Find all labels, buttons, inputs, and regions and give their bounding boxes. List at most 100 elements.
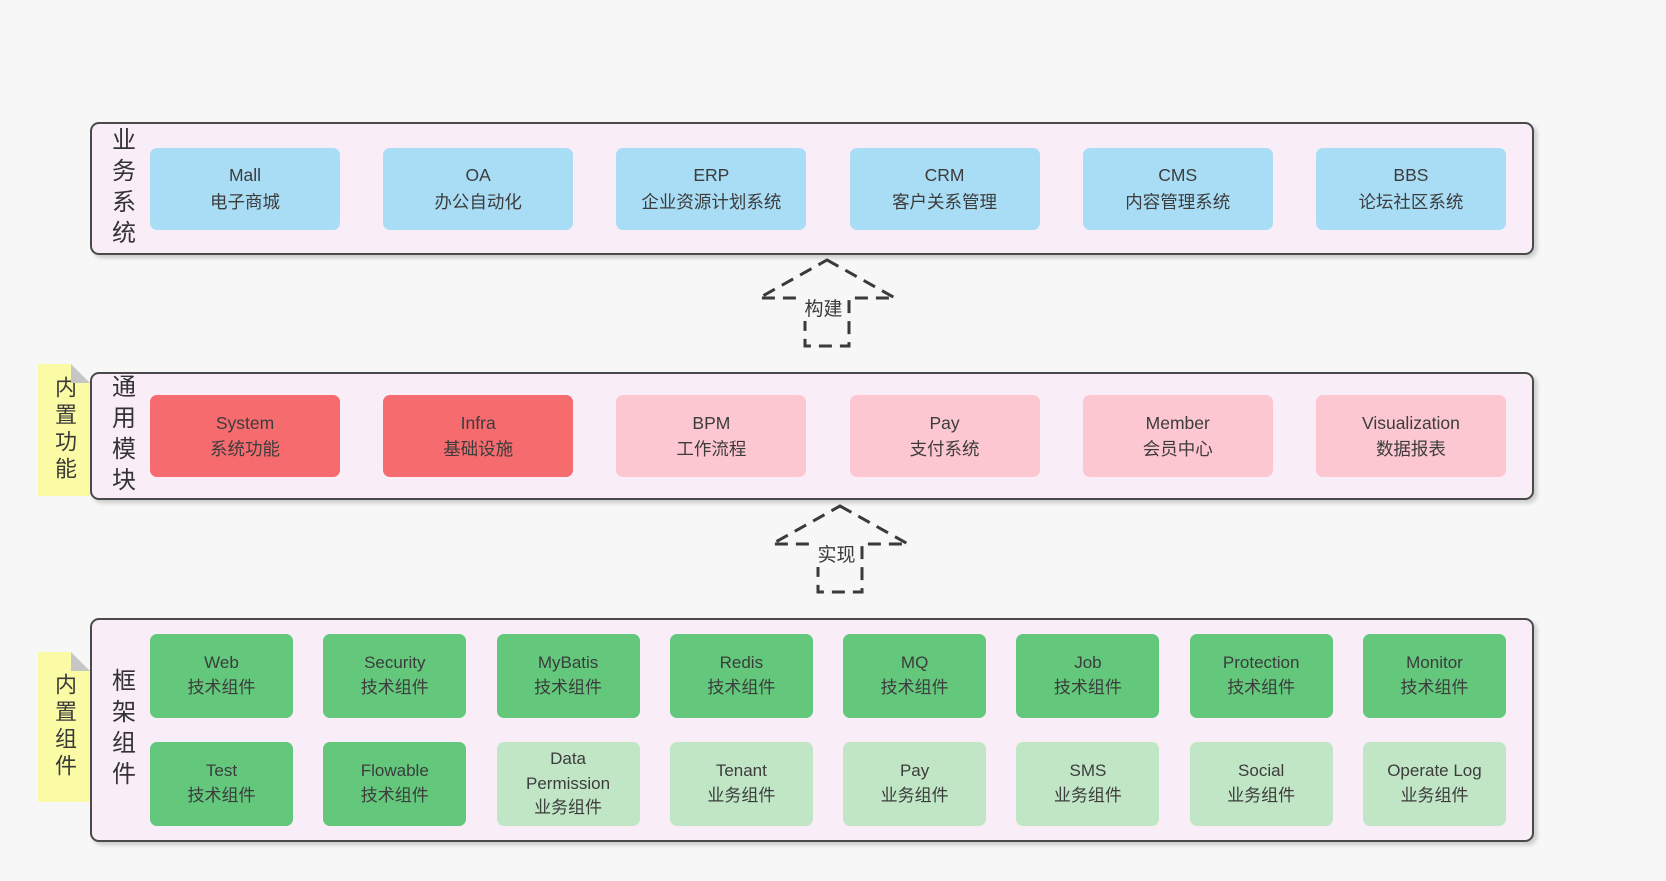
box-subtitle: 业务组件 — [534, 798, 603, 818]
box-title: CMS — [1158, 165, 1198, 186]
box-operate-log: Operate Log 业务组件 — [1362, 742, 1506, 826]
box-title: Protection — [1222, 653, 1300, 673]
dashed-up-arrow-icon — [770, 504, 910, 594]
box-subtitle: 内容管理系统 — [1125, 191, 1231, 212]
box-pay-system: Pay 支付系统 — [849, 395, 1040, 477]
box-title: BBS — [1393, 165, 1429, 186]
panel-modules-label: 通用模块 — [107, 374, 135, 498]
box-subtitle: 基础设施 — [443, 439, 514, 459]
box-test: Test 技术组件 — [150, 742, 293, 826]
box-subtitle: 客户关系管理 — [892, 191, 998, 212]
components-row-2: Test 技术组件 Flowable 技术组件 Data Permission … — [150, 742, 1506, 826]
panel-business-systems: 业务系统 Mall 电子商城 OA 办公自动化 ERP 企业资源计划系统 CRM… — [90, 122, 1534, 255]
box-subtitle: 办公自动化 — [434, 191, 522, 212]
box-subtitle: 业务组件 — [880, 786, 949, 805]
box-subtitle: 企业资源计划系统 — [641, 191, 782, 212]
box-redis: Redis 技术组件 — [669, 634, 813, 718]
box-title: Visualization — [1361, 412, 1460, 433]
box-system: System 系统功能 — [150, 395, 340, 477]
panel-framework-components: 框架组件 Web 技术组件 Security 技术组件 MyBatis 技术组件… — [90, 618, 1534, 842]
box-title: Member — [1145, 412, 1210, 433]
box-title: Data Permission — [526, 749, 611, 793]
box-sms: SMS 业务组件 — [1016, 742, 1160, 826]
box-mybatis: MyBatis 技术组件 — [496, 634, 640, 718]
box-subtitle: 支付系统 — [909, 439, 980, 459]
box-subtitle: 论坛社区系统 — [1358, 191, 1464, 212]
box-member: Member 会员中心 — [1082, 395, 1273, 477]
box-pay-component: Pay 业务组件 — [843, 742, 987, 826]
box-bbs: BBS 论坛社区系统 — [1315, 147, 1506, 230]
components-row-1: Web 技术组件 Security 技术组件 MyBatis 技术组件 Redi… — [150, 634, 1506, 718]
box-subtitle: 技术组件 — [880, 678, 949, 697]
box-title: BPM — [692, 412, 731, 433]
box-subtitle: 技术组件 — [1227, 678, 1296, 697]
box-subtitle: 业务组件 — [1400, 786, 1469, 805]
box-title: Job — [1074, 653, 1102, 673]
box-title: Social — [1238, 761, 1285, 781]
box-subtitle: 技术组件 — [360, 786, 429, 805]
box-subtitle: 技术组件 — [187, 786, 256, 805]
box-title: Operate Log — [1387, 761, 1482, 781]
business-box-row: Mall 电子商城 OA 办公自动化 ERP 企业资源计划系统 CRM 客户关系… — [150, 124, 1532, 253]
arrow-implement: 实现 — [770, 504, 910, 594]
box-subtitle: 系统功能 — [210, 439, 280, 459]
box-bpm: BPM 工作流程 — [616, 395, 807, 477]
box-title: CRM — [924, 165, 965, 186]
arrow-build-label: 构建 — [801, 294, 846, 321]
box-subtitle: 技术组件 — [1053, 678, 1122, 697]
box-visualization: Visualization 数据报表 — [1315, 395, 1506, 477]
dashed-up-arrow-icon — [757, 258, 897, 348]
box-title: Redis — [719, 653, 764, 673]
box-subtitle: 电子商城 — [210, 191, 280, 212]
box-job: Job 技术组件 — [1016, 634, 1160, 718]
box-cms: CMS 内容管理系统 — [1082, 147, 1273, 230]
box-social: Social 业务组件 — [1189, 742, 1333, 826]
box-title: SMS — [1069, 761, 1107, 781]
panel-business-label: 业务系统 — [107, 126, 135, 251]
box-subtitle: 数据报表 — [1375, 439, 1446, 459]
box-subtitle: 工作流程 — [676, 439, 747, 459]
box-title: Tenant — [715, 761, 767, 781]
box-web: Web 技术组件 — [150, 634, 293, 718]
box-erp: ERP 企业资源计划系统 — [616, 147, 807, 230]
box-protection: Protection 技术组件 — [1189, 634, 1333, 718]
box-title: Pay — [929, 412, 960, 433]
box-subtitle: 技术组件 — [187, 678, 256, 697]
box-oa: OA 办公自动化 — [383, 147, 574, 230]
box-title: Security — [364, 653, 426, 673]
box-title: Flowable — [360, 761, 429, 781]
box-title: MyBatis — [537, 653, 599, 673]
box-subtitle: 技术组件 — [534, 678, 603, 697]
box-subtitle: 业务组件 — [1227, 786, 1296, 805]
box-subtitle: 技术组件 — [707, 678, 776, 697]
box-infra: Infra 基础设施 — [383, 395, 574, 477]
box-title: Infra — [460, 412, 496, 433]
box-title: Test — [205, 761, 238, 781]
box-subtitle: 业务组件 — [707, 786, 776, 805]
box-title: ERP — [693, 165, 730, 186]
box-title: Web — [204, 653, 239, 673]
components-grid: Web 技术组件 Security 技术组件 MyBatis 技术组件 Redi… — [150, 620, 1532, 840]
box-title: Mall — [228, 165, 262, 186]
arrow-build: 构建 — [757, 258, 897, 348]
box-tenant: Tenant 业务组件 — [669, 742, 813, 826]
panel-components-label: 框架组件 — [107, 668, 135, 792]
box-flowable: Flowable 技术组件 — [323, 742, 467, 826]
box-title: OA — [465, 165, 491, 186]
box-title: Pay — [899, 761, 930, 781]
arrow-implement-label: 实现 — [814, 540, 859, 567]
note-built-in-components: 内置组件 — [38, 652, 90, 802]
box-subtitle: 业务组件 — [1053, 786, 1122, 805]
box-crm: CRM 客户关系管理 — [849, 147, 1040, 230]
box-subtitle: 技术组件 — [360, 678, 429, 697]
box-title: System — [215, 412, 275, 433]
box-subtitle: 技术组件 — [1400, 678, 1469, 697]
box-title: Monitor — [1406, 653, 1463, 673]
box-title: MQ — [900, 653, 929, 673]
box-mq: MQ 技术组件 — [843, 634, 987, 718]
box-monitor: Monitor 技术组件 — [1362, 634, 1506, 718]
note-built-in-features: 内置功能 — [38, 364, 90, 496]
modules-box-row: System 系统功能 Infra 基础设施 BPM 工作流程 Pay 支付系统… — [150, 374, 1532, 498]
box-data-permission: Data Permission 业务组件 — [496, 742, 640, 826]
box-security: Security 技术组件 — [323, 634, 467, 718]
